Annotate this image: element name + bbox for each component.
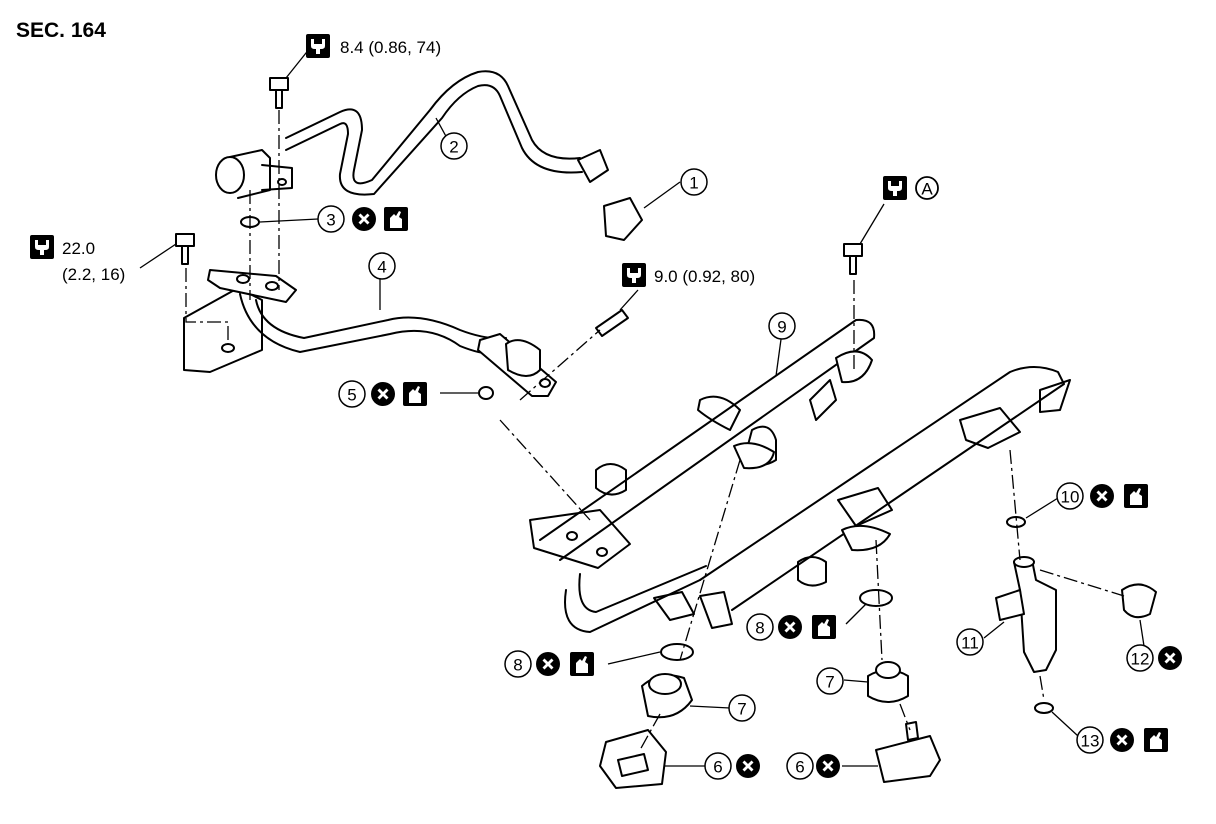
svg-text:13: 13 — [1081, 732, 1100, 751]
callout-8-left: 8 — [504, 650, 594, 678]
damper-clip-6-right — [842, 721, 941, 783]
svg-text:2: 2 — [449, 138, 458, 157]
bolt-left — [139, 233, 195, 269]
callout-5: 5 — [338, 380, 427, 408]
svg-text:4: 4 — [377, 258, 386, 277]
o-ring-10 — [1006, 516, 1026, 528]
fuel-injector — [983, 556, 1057, 673]
torque-spec-1: 8.4 (0.86, 74) — [306, 34, 441, 58]
fuel-tube-4 — [207, 269, 507, 355]
bolt-a — [843, 203, 885, 275]
lubricate-oil-can-icon — [384, 207, 408, 231]
do-not-reuse-x-icon — [736, 754, 760, 778]
alignment-lines — [185, 110, 1125, 751]
torque-value-2-alt: (2.2, 16) — [62, 265, 125, 284]
do-not-reuse-x-icon — [536, 652, 560, 676]
svg-text:10: 10 — [1061, 488, 1080, 507]
torque-ref-a: A — [921, 180, 933, 199]
callout-12: 12 — [1126, 644, 1182, 672]
torque-spec-2: 22.0 (2.2, 16) — [30, 235, 125, 284]
fuel-rail-lower — [564, 366, 1071, 633]
o-ring-8-right — [859, 589, 893, 607]
o-ring-8-left — [660, 643, 694, 661]
fuel-damper — [215, 149, 293, 199]
callout-4: 4 — [368, 252, 396, 280]
lubricate-oil-can-icon — [570, 652, 594, 676]
o-ring-13 — [1034, 702, 1054, 714]
torque-wrench-icon — [883, 176, 907, 200]
callout-3: 3 — [317, 205, 408, 233]
callout-7-right: 7 — [816, 667, 844, 695]
do-not-reuse-x-icon — [352, 207, 376, 231]
quick-connector — [577, 149, 681, 241]
do-not-reuse-x-icon — [371, 382, 395, 406]
damper-seat-upper — [733, 442, 775, 470]
do-not-reuse-x-icon — [1090, 484, 1114, 508]
torque-spec-4: A — [883, 176, 939, 200]
do-not-reuse-x-icon — [816, 754, 840, 778]
do-not-reuse-x-icon — [1158, 646, 1182, 670]
svg-text:11: 11 — [961, 634, 979, 653]
torque-spec-3: 9.0 (0.92, 80) — [622, 263, 755, 287]
torque-value-3: 9.0 (0.92, 80) — [654, 267, 755, 286]
callout-6-left: 6 — [704, 752, 760, 780]
lubricate-oil-can-icon — [403, 382, 427, 406]
do-not-reuse-x-icon — [1110, 728, 1134, 752]
callout-13: 13 — [1076, 726, 1168, 754]
svg-text:8: 8 — [755, 619, 764, 638]
svg-text:9: 9 — [777, 318, 786, 337]
fuel-damper-7-left — [641, 673, 731, 719]
callout-2: 2 — [440, 132, 468, 160]
torque-value-2-nm: 22.0 — [62, 239, 95, 258]
fuel-hose-upper — [285, 70, 583, 196]
torque-wrench-icon — [622, 263, 646, 287]
lubricate-oil-can-icon — [1144, 728, 1168, 752]
svg-text:6: 6 — [713, 758, 722, 777]
callout-9: 9 — [768, 312, 796, 340]
damper-clip-6-left — [599, 729, 706, 789]
callout-1: 1 — [680, 168, 708, 196]
svg-text:3: 3 — [326, 211, 335, 230]
svg-text:5: 5 — [347, 386, 356, 405]
torque-value-1: 8.4 (0.86, 74) — [340, 38, 441, 57]
svg-text:12: 12 — [1131, 650, 1150, 669]
section-title: SEC. 164 — [16, 19, 106, 42]
callout-7-left: 7 — [728, 694, 756, 722]
do-not-reuse-x-icon — [778, 615, 802, 639]
bolt-upper — [269, 47, 311, 109]
injector-clip — [1121, 583, 1157, 647]
svg-text:7: 7 — [737, 700, 746, 719]
callout-11: 11 — [956, 628, 984, 656]
svg-text:6: 6 — [795, 758, 804, 777]
svg-text:8: 8 — [513, 656, 522, 675]
torque-wrench-icon — [30, 235, 54, 259]
fuel-rail-upper — [529, 318, 876, 569]
callout-6-right: 6 — [786, 752, 840, 780]
o-ring-5 — [478, 386, 494, 400]
svg-text:7: 7 — [825, 673, 834, 692]
mounting-bracket — [183, 287, 263, 373]
lubricate-oil-can-icon — [812, 615, 836, 639]
bolt-9 — [595, 289, 639, 337]
lubricate-oil-can-icon — [1124, 484, 1148, 508]
torque-wrench-icon — [306, 34, 330, 58]
fuel-damper-7-right — [843, 661, 909, 703]
svg-text:1: 1 — [689, 174, 698, 193]
callout-8-right: 8 — [746, 613, 836, 641]
tube-flange-right — [477, 333, 557, 397]
callout-10: 10 — [1056, 482, 1148, 510]
